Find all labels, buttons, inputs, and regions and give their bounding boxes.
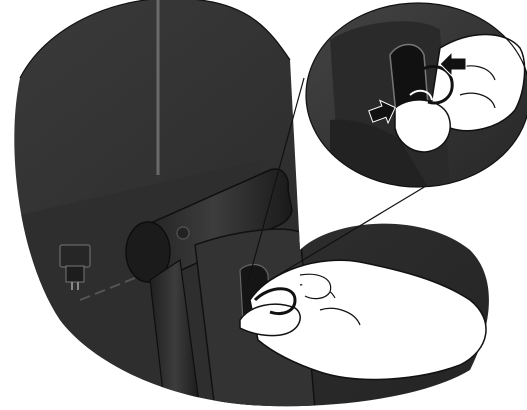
detail-view — [300, 0, 527, 200]
arm-screw — [177, 227, 189, 239]
